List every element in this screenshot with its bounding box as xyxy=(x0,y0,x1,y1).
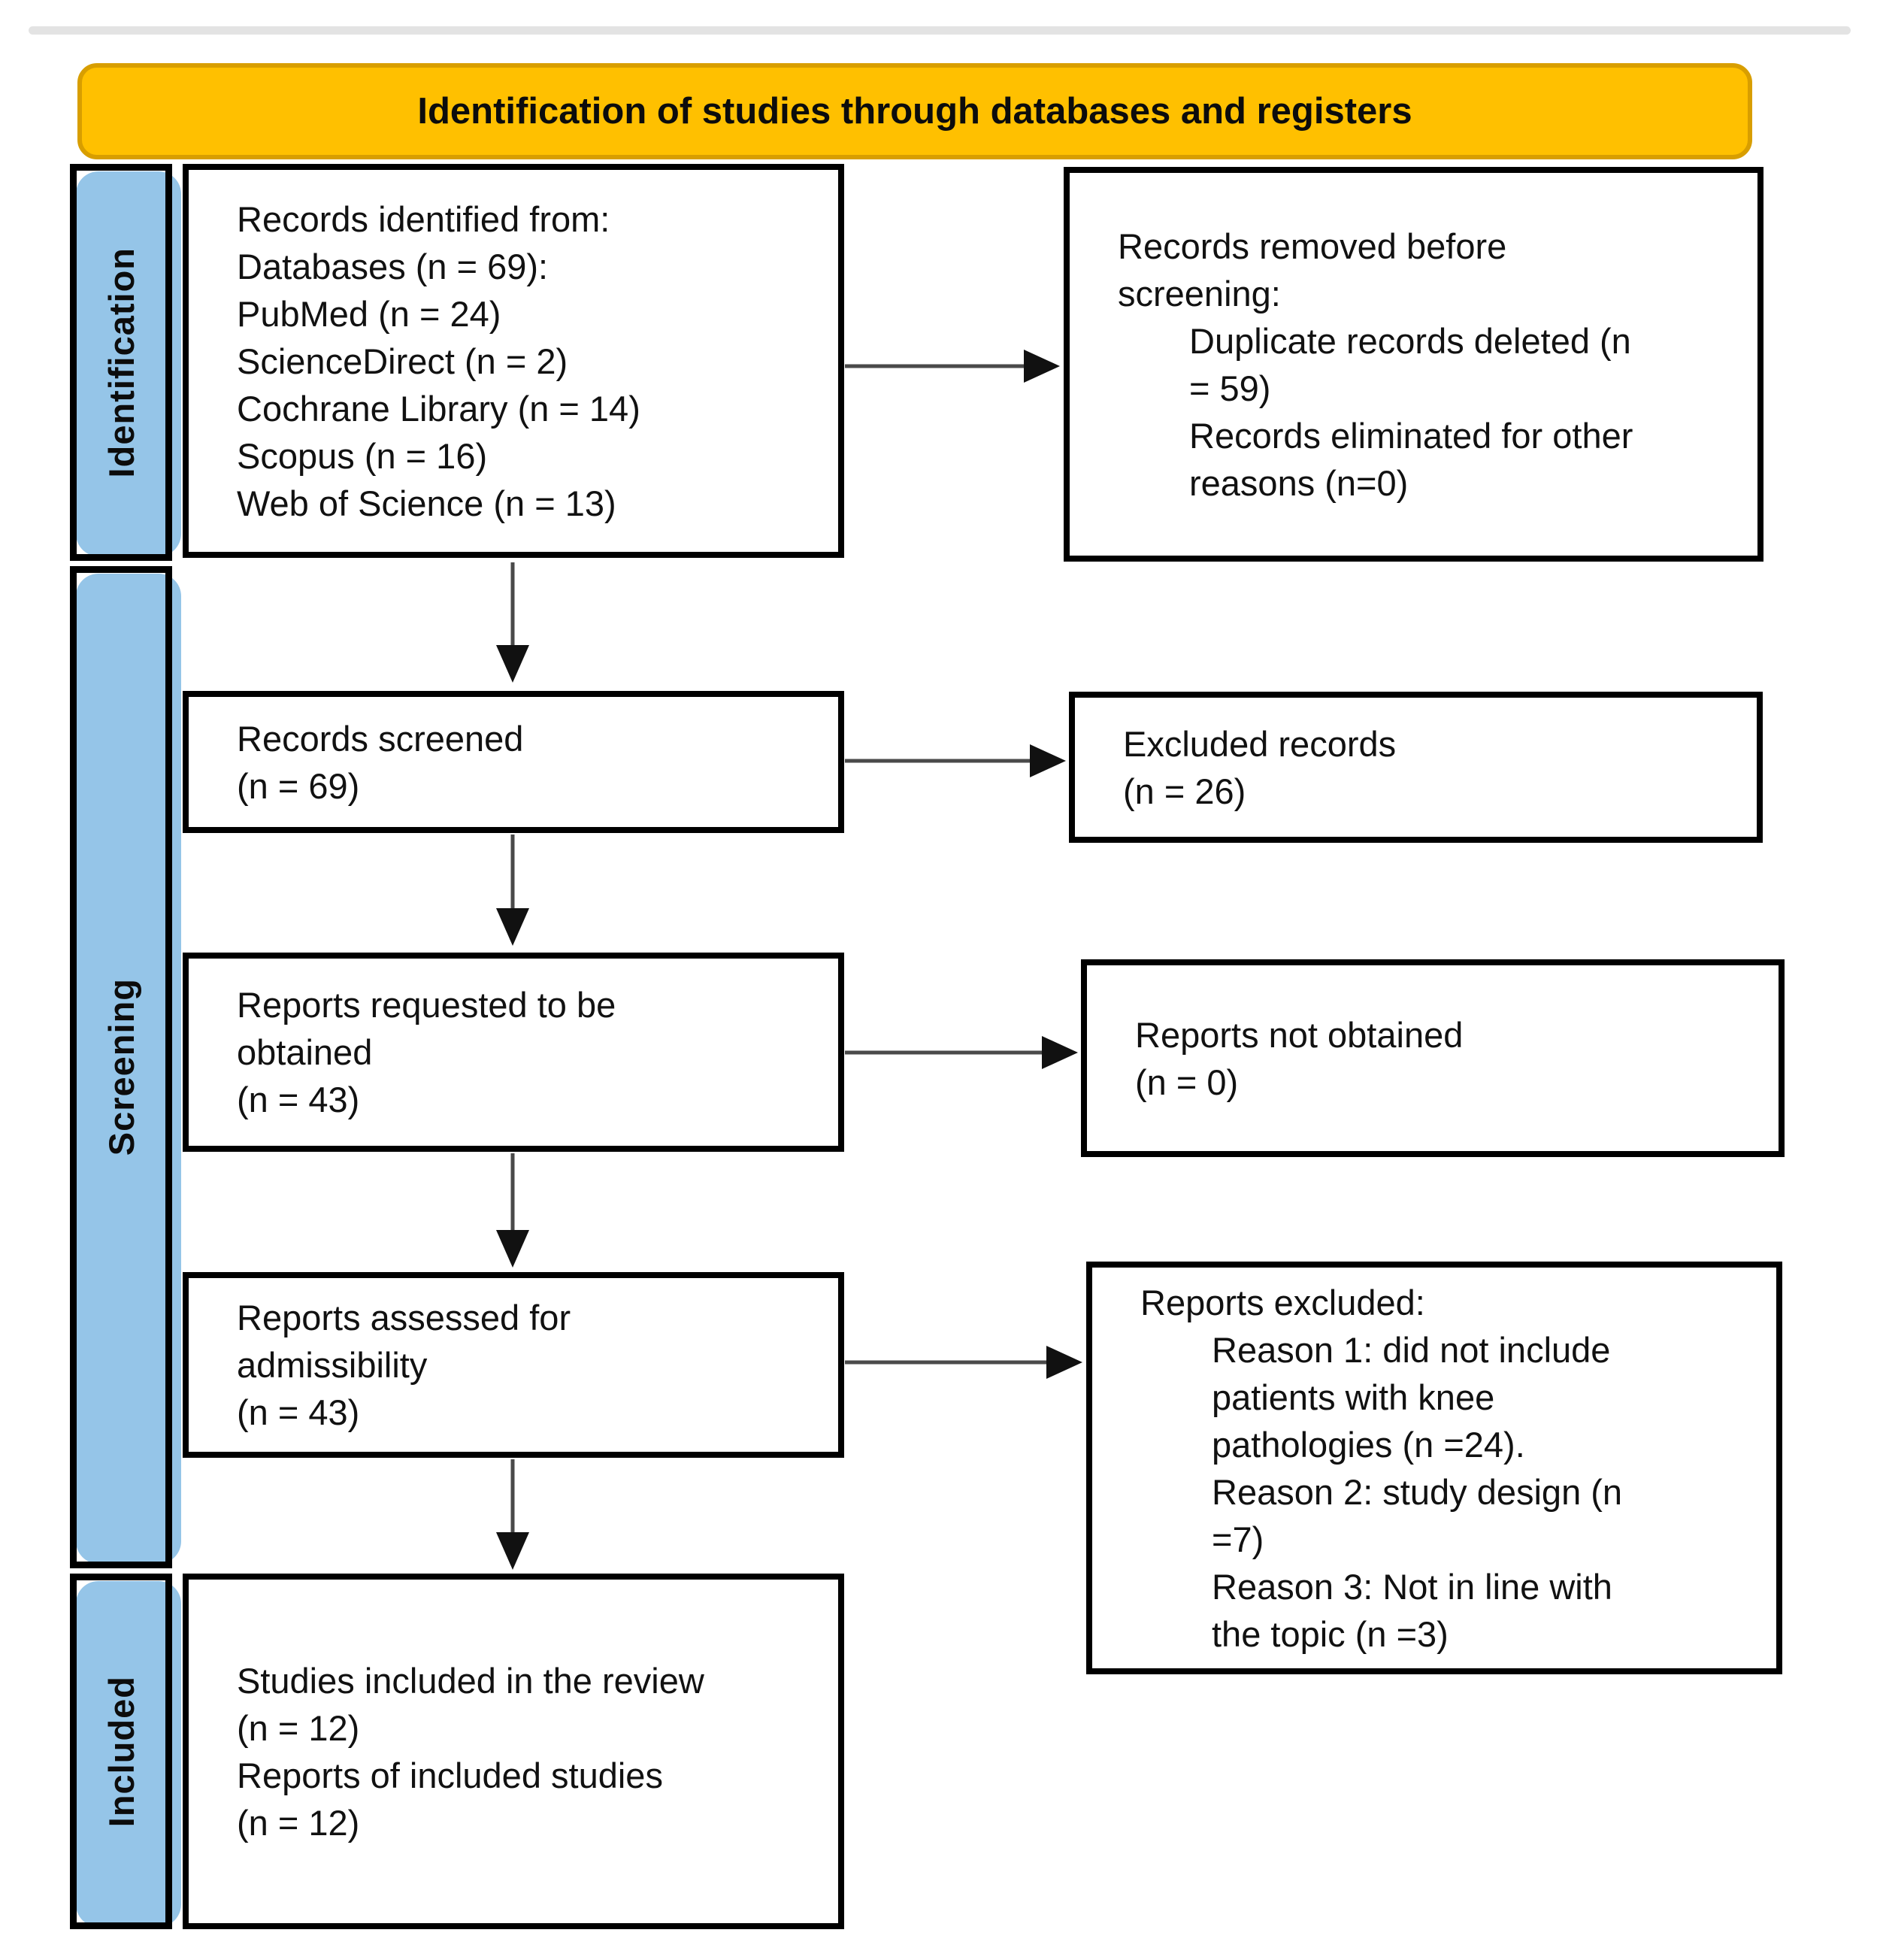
text-line: ScienceDirect (n = 2) xyxy=(237,341,568,381)
text-line: reasons (n=0) xyxy=(1189,462,1409,503)
box-reports-requested: Reports requested to be obtained (n = 43… xyxy=(183,953,844,1152)
text-line: (n = 43) xyxy=(237,1392,360,1432)
text-line: (n = 26) xyxy=(1123,771,1246,811)
arrow-identified-to-removed xyxy=(845,350,1060,383)
text-line: obtained xyxy=(237,1032,373,1072)
text-line: PubMed (n = 24) xyxy=(237,293,501,334)
text-line: = 59) xyxy=(1189,368,1271,408)
text-line: Scopus (n = 16) xyxy=(237,435,488,476)
text-line: Databases (n = 69): xyxy=(237,246,549,286)
box-reports-not-obtained: Reports not obtained (n = 0) xyxy=(1081,959,1785,1157)
sidebar-label-identification: Identification xyxy=(101,247,141,478)
sidebar-section-included: Included xyxy=(70,1574,172,1929)
text-line: (n = 12) xyxy=(237,1802,360,1843)
sidebar-blue-screening xyxy=(76,574,181,1564)
text-line: Records removed before xyxy=(1118,226,1507,266)
text-line: Duplicate records deleted (n xyxy=(1189,320,1631,361)
text-line: Web of Science (n = 13) xyxy=(237,483,616,523)
text-line: Reports of included studies xyxy=(237,1755,663,1795)
text-line: =7) xyxy=(1212,1519,1264,1559)
arrow-identified-to-screened xyxy=(496,562,529,683)
arrow-screened-to-excluded xyxy=(845,744,1066,777)
top-divider-bar xyxy=(29,26,1851,35)
sidebar-blue-identification xyxy=(76,171,181,556)
text-line: Reason 1: did not include xyxy=(1212,1329,1611,1370)
sidebar-section-screening: Screening xyxy=(70,566,172,1568)
text-line: pathologies (n =24). xyxy=(1212,1424,1525,1465)
sidebar-label-included: Included xyxy=(101,1675,141,1828)
text-line: Reports excluded: xyxy=(1140,1282,1425,1322)
header-banner: Identification of studies through databa… xyxy=(77,63,1752,159)
text-line: Records identified from: xyxy=(237,198,610,239)
text-line: Reason 3: Not in line with xyxy=(1212,1566,1612,1607)
text-line: screening: xyxy=(1118,273,1281,314)
header-title: Identification of studies through databa… xyxy=(417,91,1412,132)
text-line: (n = 0) xyxy=(1135,1062,1239,1102)
text-line: Reports assessed for xyxy=(237,1298,571,1337)
arrow-screened-to-requested xyxy=(496,835,529,946)
box-reports-excluded: Reports excluded: Reason 1: did not incl… xyxy=(1086,1262,1782,1674)
sidebar-section-identification: Identification xyxy=(70,164,172,561)
text-line: Studies included in the review xyxy=(237,1660,704,1701)
box-excluded-records: Excluded records (n = 26) xyxy=(1069,692,1763,843)
text-line: Excluded records xyxy=(1123,723,1397,764)
text-line: patients with knee xyxy=(1212,1377,1495,1417)
sidebar-blue-included xyxy=(76,1581,181,1927)
text-line: Reason 2: study design (n xyxy=(1212,1471,1623,1512)
box-records-removed: Records removed before screening: Duplic… xyxy=(1064,167,1763,562)
box-records-identified: Records identified from: Databases (n = … xyxy=(183,164,844,558)
text-line: (n = 69) xyxy=(237,765,360,806)
text-line: Reports requested to be xyxy=(237,985,616,1025)
arrow-assessed-to-reports-excluded xyxy=(845,1346,1082,1379)
sidebar-label-screening: Screening xyxy=(101,978,141,1156)
text-line: (n = 43) xyxy=(237,1080,360,1119)
text-line: Cochrane Library (n = 14) xyxy=(237,388,640,429)
text-line: (n = 12) xyxy=(237,1707,360,1748)
text-line: Records eliminated for other xyxy=(1189,415,1633,456)
box-reports-assessed: Reports assessed for admissibility (n = … xyxy=(183,1272,844,1458)
arrow-requested-to-assessed xyxy=(496,1153,529,1268)
text-line: admissibility xyxy=(237,1345,428,1385)
text-line: Reports not obtained xyxy=(1135,1014,1464,1055)
arrow-assessed-to-included xyxy=(496,1459,529,1570)
box-studies-included: Studies included in the review (n = 12) … xyxy=(183,1574,844,1929)
text-line: Records screened xyxy=(237,718,524,759)
arrow-requested-to-not-obtained xyxy=(845,1036,1078,1069)
box-records-screened: Records screened (n = 69) xyxy=(183,691,844,833)
text-line: the topic (n =3) xyxy=(1212,1613,1449,1654)
